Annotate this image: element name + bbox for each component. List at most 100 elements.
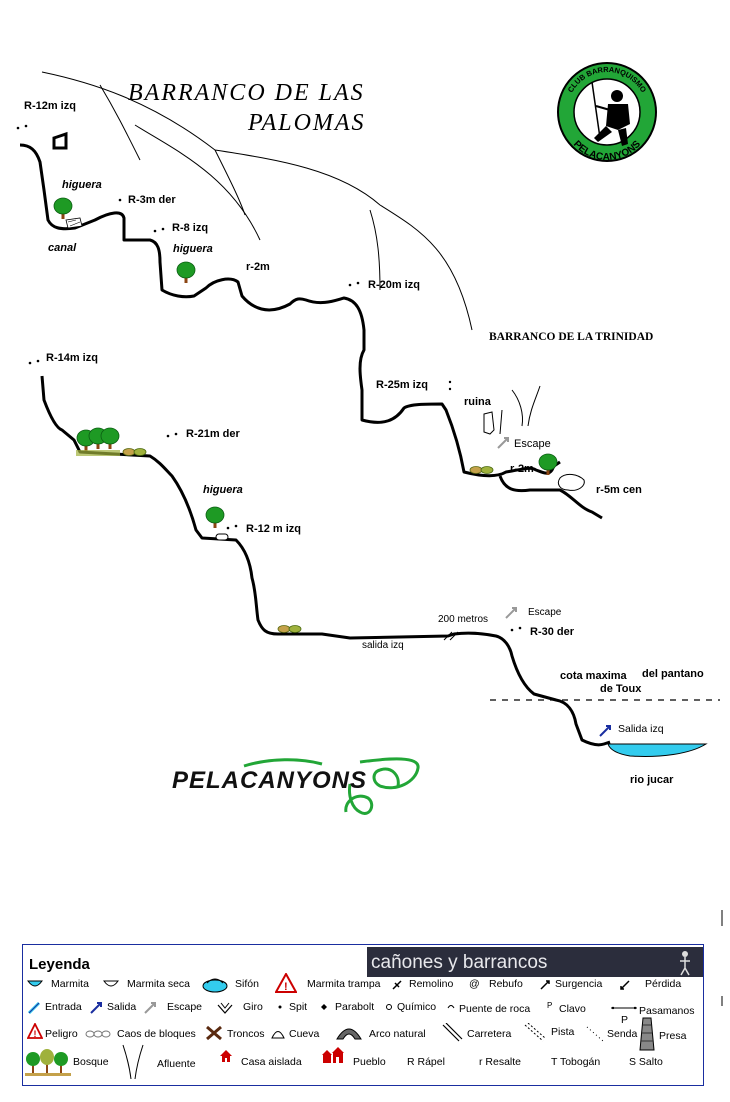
escape-arrow-icon — [505, 607, 517, 619]
afluente-line — [134, 124, 261, 241]
label-r12-m-izq: R-12 m izq — [246, 523, 302, 535]
club-logo: CLUB BARRANQUISMO PELACANYONS — [557, 62, 657, 163]
casa-aislada-icon — [220, 1050, 232, 1062]
tree-icon — [176, 261, 196, 284]
label-higuera: higuera — [173, 243, 213, 255]
legend-sifon: Sifón — [235, 978, 259, 990]
legend-escape: Escape — [167, 1001, 203, 1013]
escape-arrow-icon — [497, 437, 509, 449]
label-canal: canal — [48, 242, 77, 254]
label-salida-izq: salida izq — [362, 640, 404, 651]
legend-pista: Pista — [551, 1026, 575, 1038]
legend-r-resalte: r Resalte — [479, 1056, 522, 1068]
salida-icon — [90, 1002, 102, 1014]
legend-rebufo: Rebufo — [489, 978, 523, 990]
carretera-icon — [442, 1023, 463, 1042]
label-r5-cen: r-5m cen — [596, 484, 642, 496]
legend-senda: Senda — [607, 1028, 638, 1040]
label-r20-izq: R-20m izq — [368, 279, 420, 291]
sifon-icon — [202, 978, 228, 993]
legend-surgencia: Surgencia — [555, 978, 603, 990]
canyon-route-lower — [40, 375, 611, 747]
label-r8-izq: R-8 izq — [172, 222, 209, 234]
legend-casa-aislada: Casa aislada — [241, 1056, 302, 1068]
entrada-icon — [27, 1001, 41, 1015]
marmita-small — [215, 533, 229, 541]
caos-bloques-icon — [85, 1030, 111, 1038]
giro-icon — [217, 1002, 233, 1014]
legend-banner: cañones y barrancos — [367, 947, 703, 977]
afluente-line — [214, 149, 246, 216]
rebufo-icon: @ — [469, 978, 480, 990]
exit-arrow-icon — [599, 725, 611, 737]
ruina-shape — [483, 409, 503, 435]
canyon-route-upper — [19, 143, 561, 478]
legend-marmita-seca: Marmita seca — [127, 978, 191, 990]
legend-perdida: Pérdida — [645, 978, 682, 990]
marmita-icon — [27, 980, 43, 987]
legend-t-tobogan: T Tobogán — [551, 1056, 601, 1068]
river-jucar — [607, 743, 708, 757]
label-de-toux: de Toux — [600, 683, 642, 695]
legend-pueblo: Pueblo — [353, 1056, 386, 1068]
label-200-metros: 200 metros — [438, 614, 489, 625]
bush-icon — [469, 466, 494, 474]
rappeller-figure — [591, 81, 630, 146]
legend-pasamanos: Pasamanos — [639, 1005, 695, 1017]
label-r3-der: R-3m der — [128, 194, 176, 206]
canal-hatch — [67, 219, 81, 227]
afluente-line — [41, 71, 473, 331]
distance-break — [443, 631, 459, 641]
legend-panel: Leyenda cañones y barrancos Marmita Marm… — [22, 944, 704, 1086]
pasamanos-line-icon — [611, 1006, 637, 1010]
remolino-icon — [392, 980, 402, 990]
quimico-icon — [386, 1004, 392, 1010]
map-title-line1: BARRANCO DE LAS — [128, 80, 365, 106]
legend-arco-natural: Arco natural — [369, 1028, 426, 1040]
arco-natural-icon — [336, 1028, 362, 1040]
label-escape: Escape — [514, 438, 551, 450]
label-r2m: r-2m — [510, 463, 534, 475]
legend-quimico: Químico — [397, 1001, 437, 1013]
label-r12-izq: R-12m izq — [24, 100, 76, 112]
legend-carretera: Carretera — [467, 1028, 512, 1040]
label-del-pantano: del pantano — [642, 668, 704, 680]
cueva-icon — [271, 1031, 285, 1039]
legend-salida: Salida — [107, 1001, 137, 1013]
brand-signature-logo: PELACANYONS — [172, 757, 420, 815]
legend-parabolt: Parabolt — [335, 1001, 375, 1013]
svg-text:!: ! — [34, 1029, 37, 1039]
legend-marmita: Marmita — [51, 978, 89, 990]
legend-troncos: Troncos — [227, 1028, 265, 1040]
pasamanos-icon: P — [621, 1014, 629, 1026]
legend-bosque: Bosque — [73, 1056, 109, 1068]
legend-banner-text: cañones y barrancos — [371, 952, 548, 973]
puente-roca-icon — [447, 1005, 455, 1009]
surgencia-icon — [540, 980, 550, 990]
legend-clavo: Clavo — [559, 1003, 586, 1015]
afluente-line — [369, 209, 381, 291]
bush-icon — [277, 625, 302, 633]
legend-r-rapel: R Rápel — [407, 1056, 445, 1068]
label-ruina: ruina — [464, 396, 491, 408]
legend-remolino: Remolino — [409, 978, 454, 990]
label-escape: Escape — [528, 607, 562, 618]
brand-signature-text: PELACANYONS — [172, 767, 367, 794]
tree-icon — [205, 506, 225, 529]
legend-spit: Spit — [289, 1001, 308, 1013]
label-r14-izq: R-14m izq — [46, 352, 98, 364]
escape-icon — [144, 1002, 156, 1014]
bosque-icon — [25, 1049, 71, 1076]
pista-icon — [524, 1023, 545, 1042]
label-r21-der: R-21m der — [186, 428, 240, 440]
pueblo-icon — [322, 1047, 344, 1063]
afluente-icon — [122, 1044, 144, 1080]
perdida-icon — [620, 980, 630, 990]
label-higuera: higuera — [203, 484, 243, 496]
spit-icon — [278, 1005, 282, 1009]
afluente-line — [99, 84, 141, 161]
label-r2m: r-2m — [246, 261, 270, 273]
canyon-route-upper-end — [498, 475, 603, 520]
legend-giro: Giro — [243, 1001, 263, 1013]
